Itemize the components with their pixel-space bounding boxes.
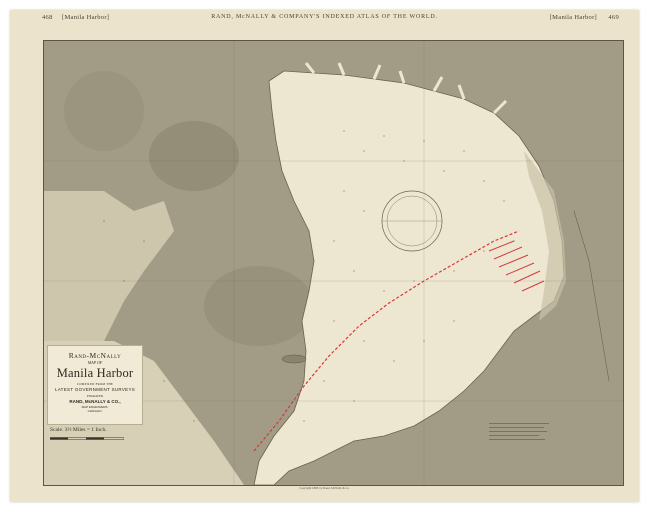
copyright-line: Copyright 1898, by Rand, McNally & Co. — [299, 486, 350, 490]
brand-name: Rand-McNally — [68, 351, 122, 360]
atlas-title: RAND, McNALLY & COMPANY'S INDEXED ATLAS … — [211, 14, 438, 20]
west-sea — [44, 191, 174, 341]
surveys-label: LATEST GOVERNMENT SURVEYS — [54, 387, 136, 392]
compiled-label: COMPILED FROM THE — [76, 382, 114, 386]
title-cartouche: Rand-McNally MAP OF Manila Harbor COMPIL… — [47, 345, 143, 425]
corregidor-island — [281, 354, 307, 364]
east-shore-shallows — [524, 151, 566, 321]
northwest-relief — [64, 71, 144, 151]
scale-bar — [50, 437, 124, 440]
section-label-right: [Manila Harbor] — [549, 14, 597, 21]
fleet-route — [253, 230, 520, 452]
mountain-relief — [149, 121, 239, 191]
page-number-right: 469 — [608, 14, 619, 21]
graticule — [44, 41, 623, 485]
map-notes — [489, 423, 549, 440]
scale-label: Scale. 3½ Miles = 1 Inch. — [50, 427, 107, 433]
page-number-left: 468 — [42, 14, 53, 21]
compass-circle — [381, 190, 443, 252]
volcano-relief — [204, 266, 314, 346]
map-title: Manila Harbor — [56, 366, 134, 380]
publisher-name: RAND, McNALLY & CO., — [69, 399, 121, 404]
section-label-left: [Manila Harbor] — [62, 14, 110, 21]
river — [573, 210, 610, 382]
engraved-label: ENGRAVED — [86, 394, 104, 398]
fleet-positions — [488, 240, 545, 292]
northern-inlets — [304, 62, 508, 115]
publisher-city: CHICAGO. — [87, 409, 103, 413]
map-of-label: MAP OF — [87, 360, 103, 365]
publisher-role: MAP ENGRAVERS, — [81, 405, 109, 409]
page-header: 468 [Manila Harbor] RAND, McNALLY & COMP… — [10, 14, 639, 30]
